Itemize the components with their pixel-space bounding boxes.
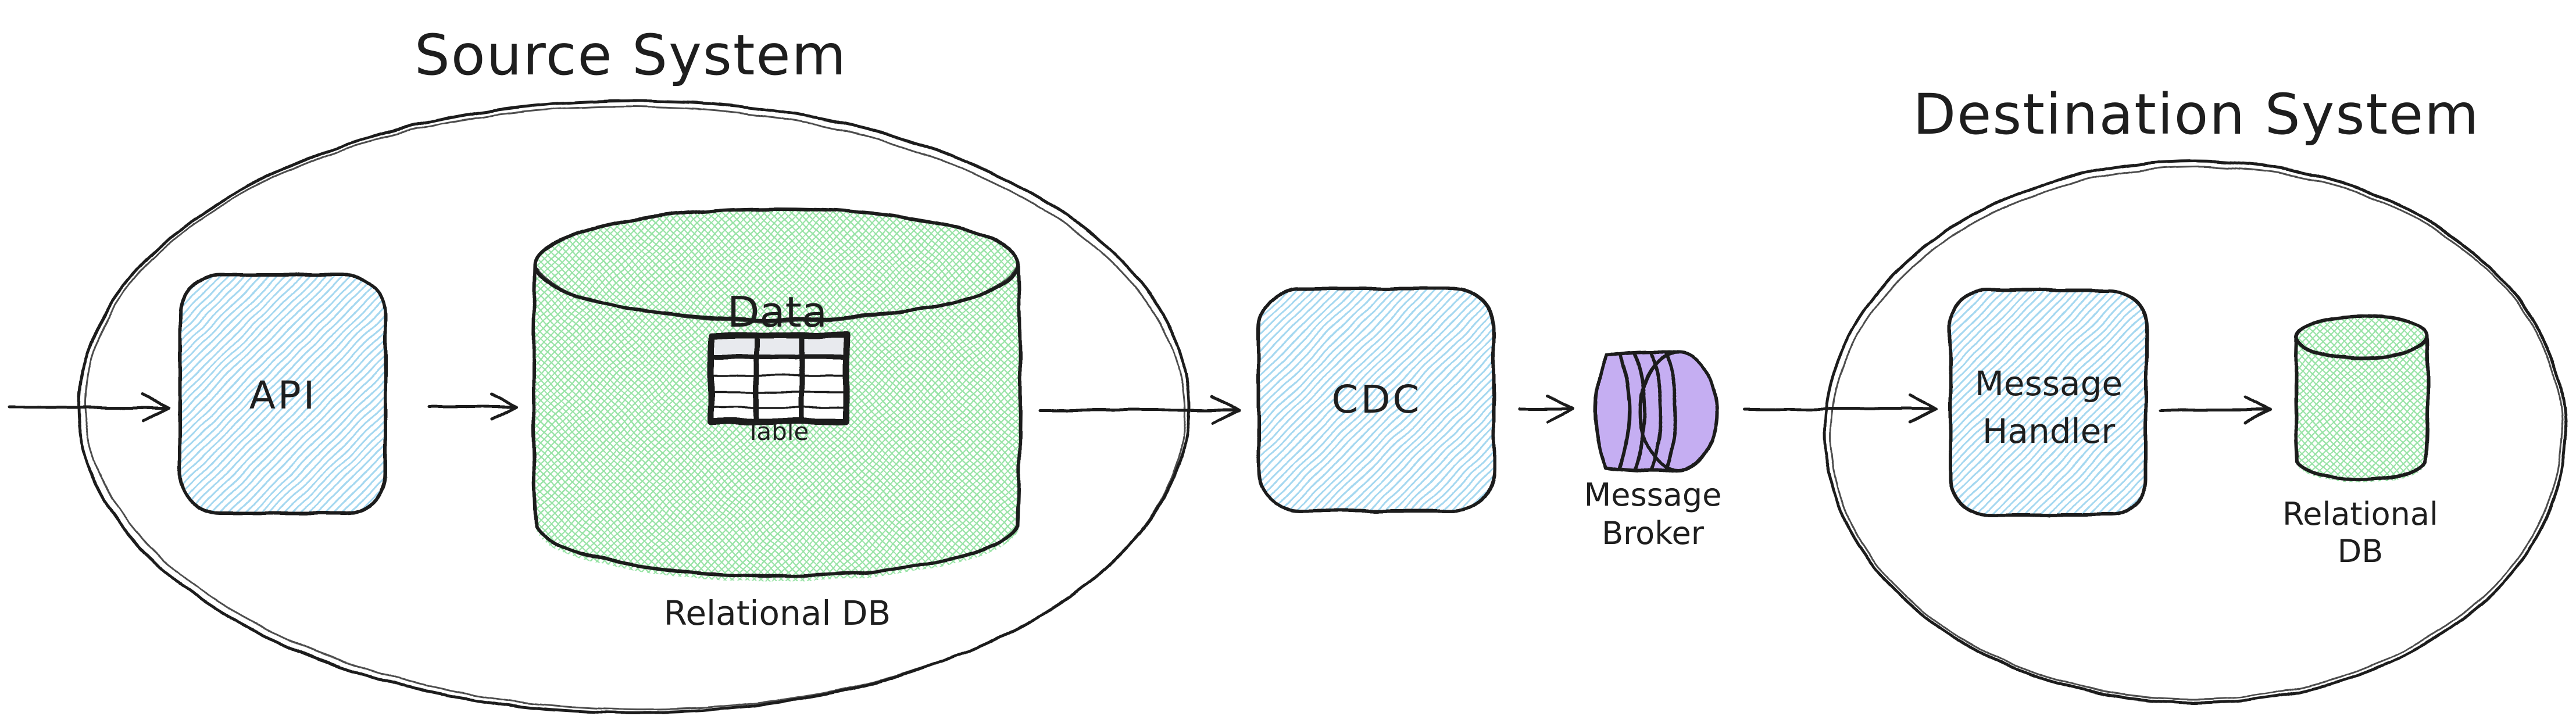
arrow-into-source-icon (7, 392, 172, 423)
dest-db-label-line1: Relational (2282, 496, 2438, 532)
table-header-row (714, 339, 843, 357)
message-handler-border (1949, 289, 2148, 517)
data-label: Data (727, 288, 827, 336)
table-icon (708, 332, 850, 425)
destination-system-boundary (1823, 159, 2567, 704)
message-handler-label-line1: Message (1975, 364, 2123, 403)
cdc-box-fill (1259, 289, 1494, 511)
broker-body-edges (1604, 350, 1680, 473)
arrow-db-to-cdc-icon (1038, 395, 1241, 425)
source-db-right-side (1016, 263, 1022, 528)
arrow-cdc-to-broker-icon (1518, 395, 1575, 424)
destination-system-ellipse-sketch (1830, 166, 2563, 700)
broker-fill (1595, 353, 1717, 470)
dest-db-label-line2: DB (2338, 533, 2384, 570)
broker-coil-segments (1618, 351, 1678, 472)
arrow-broker-to-handler-icon (1742, 394, 1939, 424)
api-box (178, 273, 387, 515)
table-outer-border (708, 332, 850, 425)
dest-db-top-sketch (2297, 339, 2426, 360)
api-label: API (249, 373, 317, 418)
api-box-fill (180, 275, 385, 513)
dest-db-bottom-arc (2296, 460, 2427, 482)
message-broker-label-line2: Broker (1602, 515, 1705, 552)
destination-system-title: Destination System (1913, 82, 2479, 147)
cdc-box-border (1257, 287, 1496, 513)
message-handler-fill (1950, 291, 2146, 515)
message-handler-box (1949, 289, 2148, 517)
table-row-lines (711, 374, 846, 409)
arrow-handler-to-db-icon (2159, 396, 2273, 425)
source-db-bottom-arc (534, 524, 1019, 578)
source-db-left-side (531, 263, 538, 528)
cdc-box (1257, 287, 1496, 513)
message-broker-cylinder-icon (1594, 350, 1718, 473)
dest-db-sides (2293, 335, 2429, 464)
message-broker-label-line1: Message (1584, 477, 1722, 513)
destination-database-cylinder-icon (2293, 314, 2429, 483)
source-db-caption: Relational DB (664, 593, 891, 633)
api-box-border (178, 273, 387, 515)
destination-system-ellipse (1823, 159, 2567, 704)
message-handler-label-line2: Handler (1982, 411, 2116, 451)
broker-left-cap (1594, 354, 1607, 469)
arrow-api-to-db-icon (427, 392, 518, 421)
table-label: Table (745, 417, 809, 446)
dest-db-fill (2296, 316, 2427, 483)
cdc-label: CDC (1332, 377, 1422, 422)
source-system-ellipse-sketch (84, 105, 1186, 711)
broker-right-face (1638, 351, 1718, 472)
source-system-title: Source System (415, 23, 847, 88)
source-db-top-sketch (536, 267, 1017, 323)
